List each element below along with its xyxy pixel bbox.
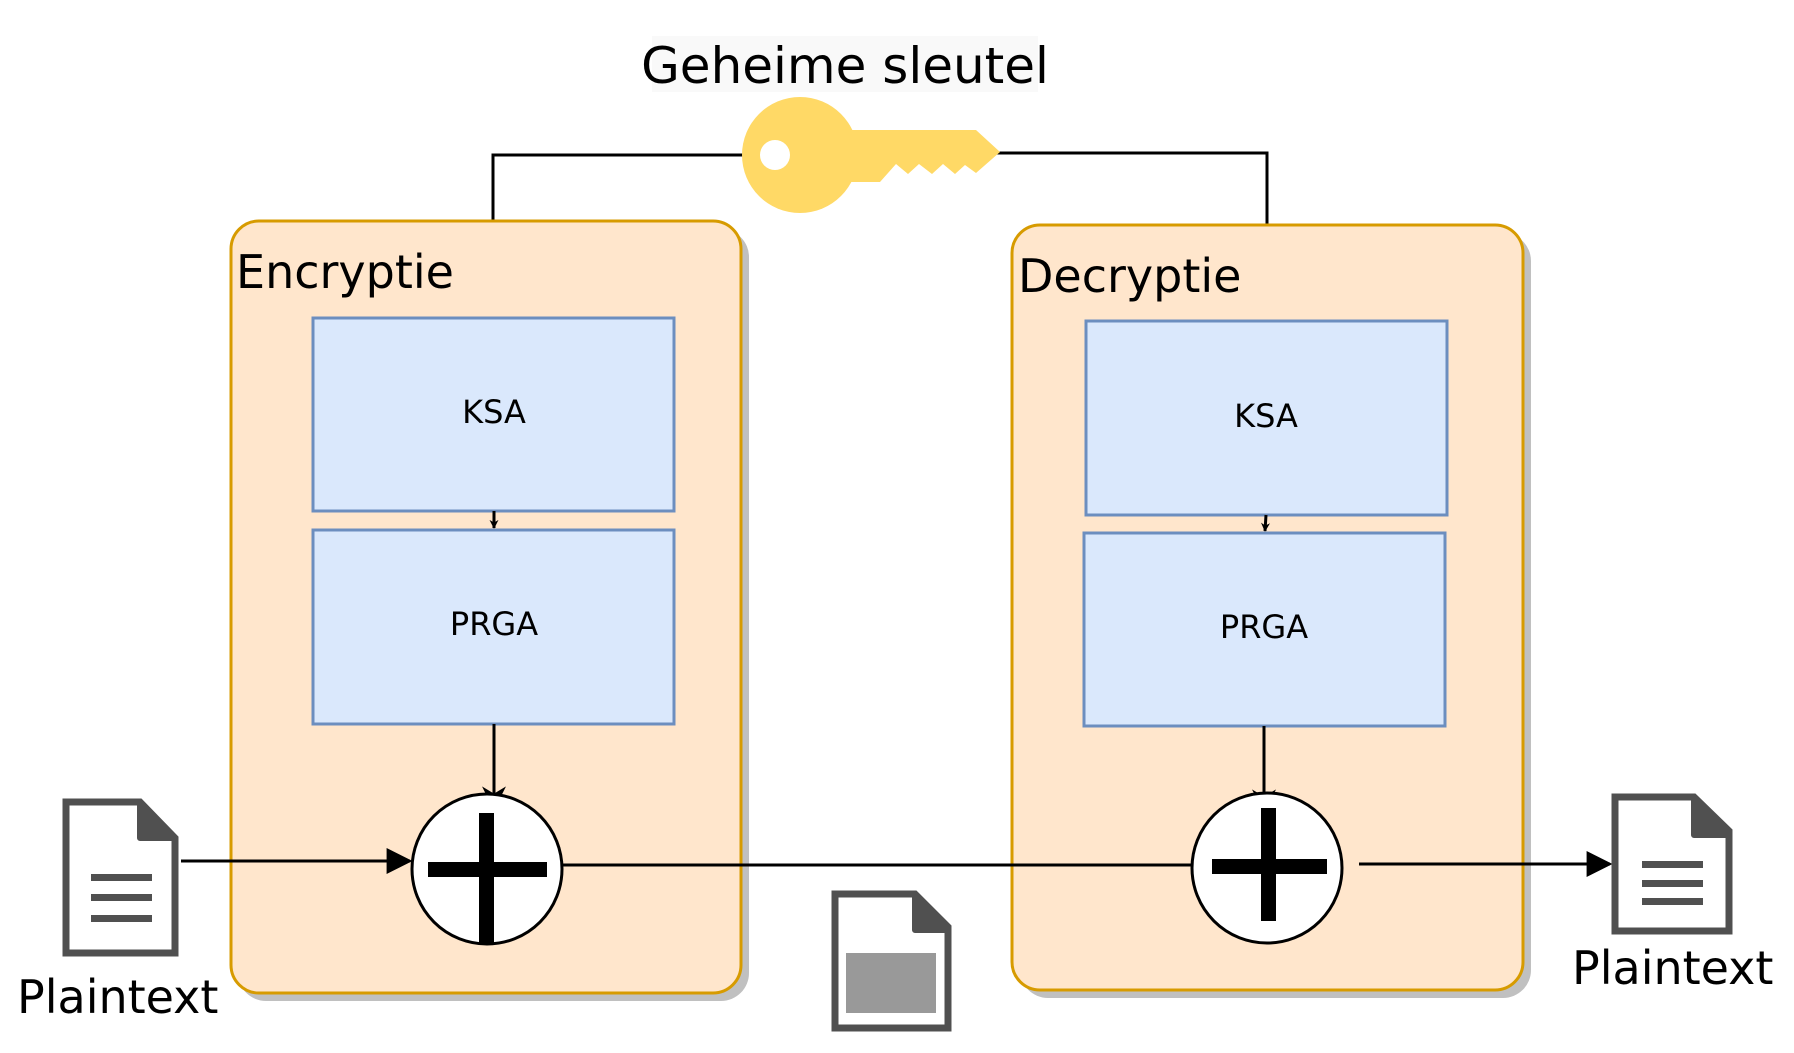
encryption-prga-label: PRGA xyxy=(450,605,538,643)
decryption-prga-block[interactable]: PRGA xyxy=(1082,531,1447,728)
encryption-prga-block[interactable]: PRGA xyxy=(311,528,676,726)
encryption-ksa-label: KSA xyxy=(462,393,526,431)
decryption-ksa-block[interactable]: KSA xyxy=(1084,319,1449,517)
key-icon xyxy=(742,97,1000,213)
encryption-ksa-block[interactable]: KSA xyxy=(311,316,676,513)
decryption-ksa-label: KSA xyxy=(1234,397,1298,435)
input-plaintext-label: Plaintext xyxy=(17,970,218,1024)
ciphertext-document-icon xyxy=(831,890,952,1032)
decryption-prga-label: PRGA xyxy=(1220,608,1308,646)
key-to-decryption-connector xyxy=(995,151,1269,224)
decryption-ksa-to-prga-arrow xyxy=(1261,514,1270,532)
input-plaintext-document-icon xyxy=(62,798,179,957)
output-plaintext-label: Plaintext xyxy=(1572,941,1773,995)
output-plaintext-document-icon xyxy=(1611,793,1733,935)
encryption-title: Encryptie xyxy=(236,245,454,299)
key-label-text: Geheime sleutel xyxy=(641,37,1049,95)
decryption-xor-icon xyxy=(1190,791,1344,945)
decryption-title: Decryptie xyxy=(1018,249,1241,303)
key-label-background xyxy=(652,36,1038,92)
encryption-xor-icon xyxy=(410,792,564,946)
secret-key-label: Geheime sleutel xyxy=(641,36,1049,95)
